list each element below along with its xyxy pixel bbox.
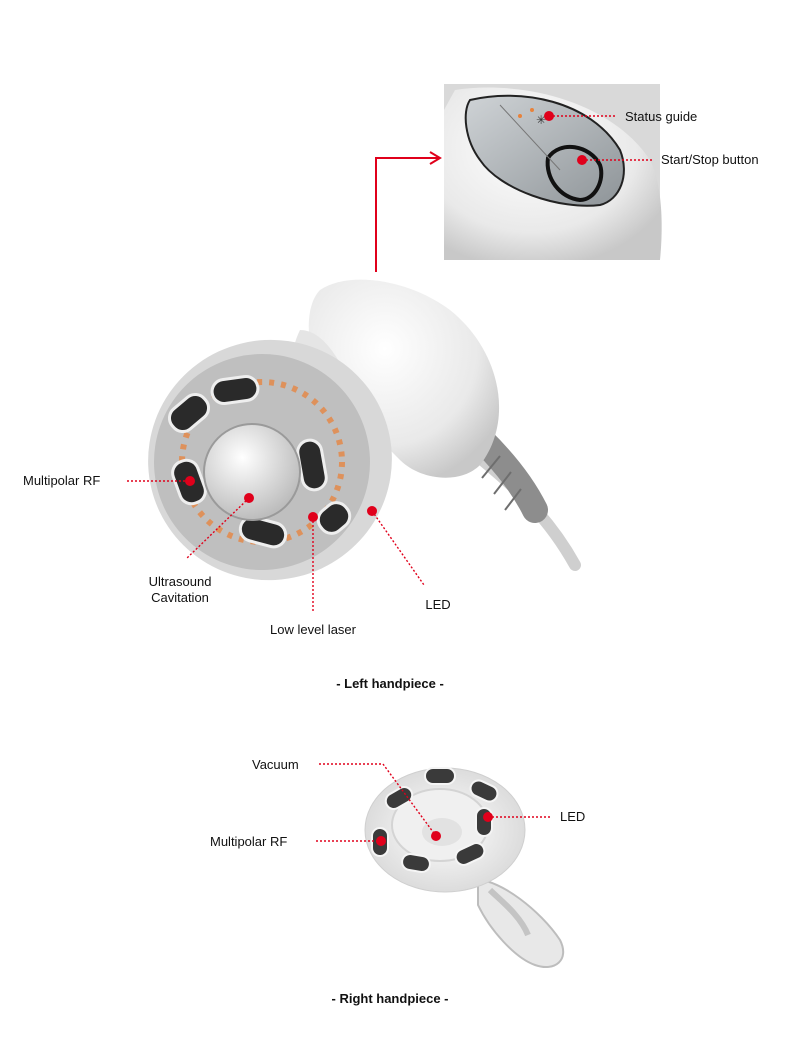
label-led-right: LED xyxy=(560,809,586,824)
label-multipolar-rf-left: Multipolar RF xyxy=(23,473,101,488)
label-status-guide: Status guide xyxy=(625,109,698,124)
control-panel xyxy=(464,94,625,207)
caption-left-handpiece: - Left handpiece - xyxy=(336,676,444,691)
label-ultrasound-line1: Ultrasound xyxy=(148,574,212,589)
handle xyxy=(308,279,500,478)
label-ultrasound-cavitation: Ultrasound Cavitation xyxy=(149,574,212,606)
caption-right-handpiece: - Right handpiece - xyxy=(331,991,449,1006)
callout-dots xyxy=(185,111,587,846)
label-start-stop-button: Start/Stop button xyxy=(661,152,759,167)
ultrasound-probe xyxy=(203,423,301,521)
rf-electrodes xyxy=(167,374,352,549)
sun-icon: ✳ xyxy=(536,113,546,127)
zoom-arrow xyxy=(375,151,442,272)
callouts xyxy=(127,115,653,842)
left-handpiece xyxy=(148,279,581,581)
label-low-level-laser: Low level laser xyxy=(270,622,356,637)
right-handpiece xyxy=(364,767,565,968)
label-vacuum: Vacuum xyxy=(252,757,299,772)
label-multipolar-rf-right: Multipolar RF xyxy=(210,834,288,849)
label-ultrasound-line2: Cavitation xyxy=(151,590,209,605)
label-led-left: LED xyxy=(425,597,451,612)
start-stop-button-shape xyxy=(545,144,604,203)
